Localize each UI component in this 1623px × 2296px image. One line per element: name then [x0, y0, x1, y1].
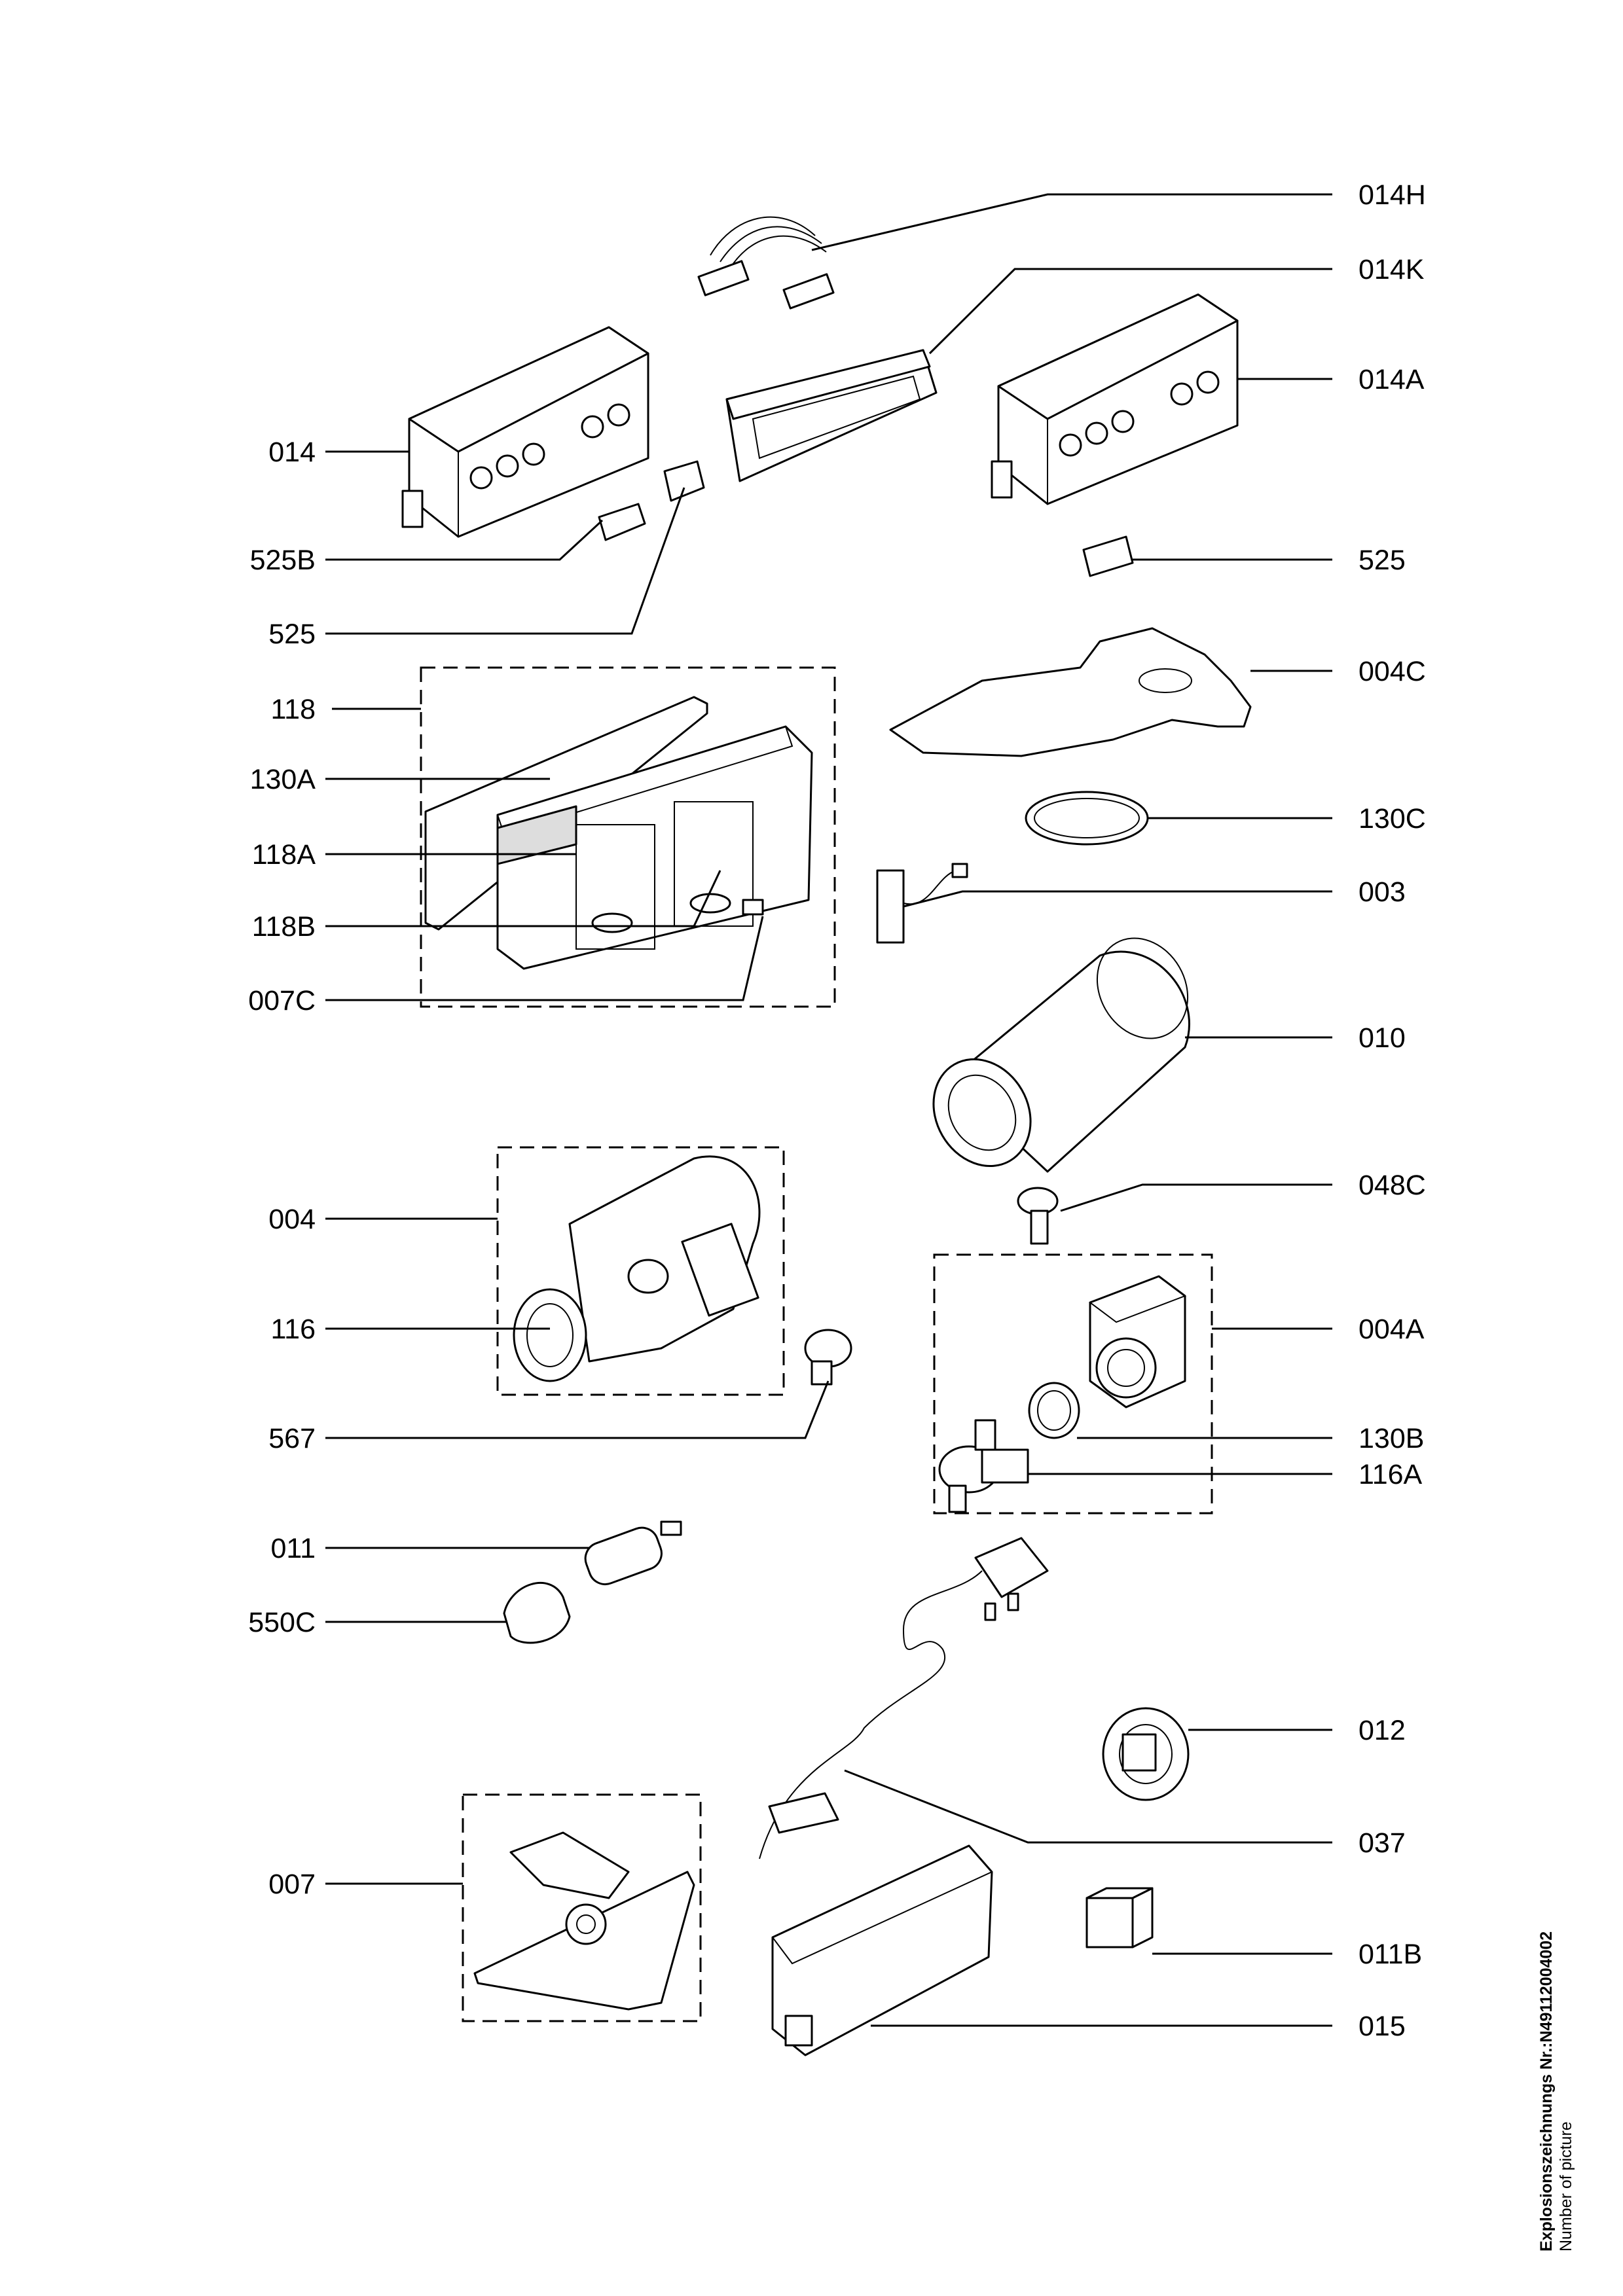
label-118B: 118B [252, 911, 316, 942]
label-014: 014 [268, 437, 316, 468]
label-014H: 014H [1359, 179, 1426, 211]
label-004: 004 [268, 1204, 316, 1235]
wiring-harness-icon [697, 216, 835, 310]
label-014A: 014A [1359, 364, 1425, 395]
cap-550C-icon [503, 1581, 571, 1644]
spray-arm-icon [473, 1831, 695, 2011]
label-525B: 525B [250, 545, 316, 576]
electronic-module-right-icon [991, 293, 1239, 505]
leader-lines [325, 193, 1332, 2027]
label-567: 567 [268, 1423, 316, 1454]
label-118A: 118A [252, 839, 316, 870]
drawing-number: Explosionszeichnungs Nr.:N49112004002 [1537, 1931, 1556, 2251]
label-130B: 130B [1359, 1423, 1424, 1454]
label-003: 003 [1359, 876, 1406, 908]
knob-012-icon [1102, 1707, 1190, 1801]
picture-caption: Number of picture [1557, 2121, 1575, 2251]
pump-housing-116A-icon [938, 1419, 1029, 1513]
label-011B: 011B [1359, 1939, 1422, 1970]
group-box-dispenser [420, 666, 836, 1008]
label-550C: 550C [248, 1607, 316, 1638]
thermostat-048C-icon [1017, 1187, 1059, 1245]
button-525-left-icon [663, 460, 705, 502]
button-525B-icon [598, 503, 646, 541]
label-037: 037 [1359, 1827, 1406, 1859]
relay-011B-icon [1085, 1887, 1154, 1948]
label-014K: 014K [1359, 254, 1425, 285]
cover-plate-icon [889, 627, 1252, 757]
detergent-dispenser-icon [424, 696, 813, 970]
label-116: 116 [270, 1314, 316, 1345]
button-525-right-icon [1082, 535, 1134, 577]
housing-015-icon [771, 1844, 993, 2056]
label-007: 007 [268, 1869, 316, 1900]
capacitor-011-icon [584, 1520, 682, 1586]
label-116A: 116A [1359, 1459, 1423, 1490]
label-118: 118 [270, 694, 316, 725]
label-010: 010 [1359, 1022, 1406, 1054]
label-012: 012 [1359, 1715, 1406, 1746]
label-015: 015 [1359, 2011, 1406, 2042]
label-007C: 007C [248, 985, 316, 1016]
electronic-module-left-icon [401, 326, 649, 538]
drain-pump-icon [1088, 1275, 1187, 1408]
circulation-pump-icon [513, 1155, 761, 1382]
heater-010-icon [932, 937, 1190, 1173]
label-130A: 130A [250, 764, 316, 795]
label-048C: 048C [1359, 1170, 1426, 1201]
power-cord-plug-icon [759, 1537, 1049, 1859]
seal-ring-130B-icon [1028, 1382, 1080, 1439]
label-130C: 130C [1359, 803, 1426, 834]
sensor-003-icon [876, 863, 968, 944]
label-525-left: 525 [268, 619, 316, 650]
label-004A: 004A [1359, 1314, 1425, 1345]
group-box-pump [496, 1146, 785, 1396]
seal-ring-130C-icon [1025, 791, 1149, 846]
label-525-right: 525 [1359, 545, 1406, 576]
display-panel-icon [725, 349, 938, 482]
clip-567-icon [804, 1329, 852, 1386]
label-011: 011 [270, 1533, 316, 1564]
label-004C: 004C [1359, 656, 1426, 687]
group-box-spray-arm [462, 1793, 702, 2022]
group-box-drain-pump [933, 1253, 1213, 1515]
